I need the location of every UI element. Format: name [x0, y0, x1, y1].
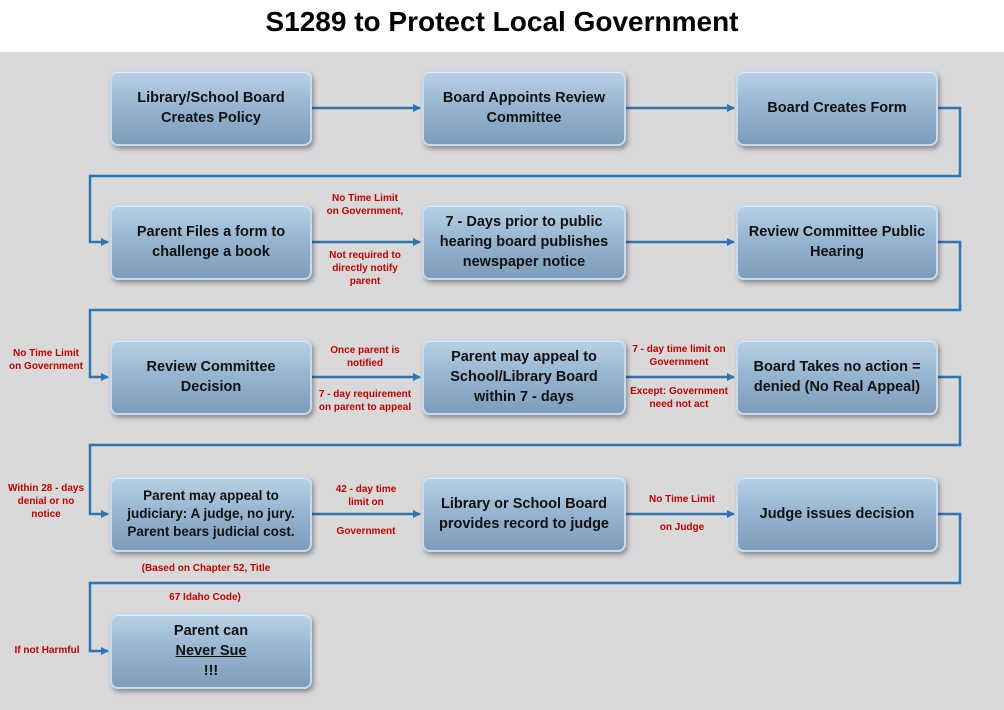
note-based-on-b: 67 Idaho Code) [169, 592, 241, 603]
box-provide-record: Library or School Board provides record … [422, 476, 626, 552]
note-seven-day-requirement: 7 - day requirement on parent to appeal [318, 389, 412, 413]
box-judge-decision: Judge issues decision [736, 476, 938, 552]
box-appoint-committee: Board Appoints Review Committee [422, 70, 626, 146]
box-appeal-judiciary: Parent may appeal to judiciary: A judge,… [110, 476, 312, 552]
note-not-required-notify: Not required to directly notify parent [329, 250, 401, 287]
flowchart-canvas: Library/School Board Creates Policy Boar… [0, 52, 1004, 710]
note-no-time-limit-judge-b: on Judge [659, 522, 705, 533]
note-no-time-limit-2: No Time Limit on Government [9, 348, 83, 372]
arrow-judge-to-never-sue [88, 512, 962, 655]
arrow-hearing-to-decision [88, 240, 962, 381]
box-create-policy: Library/School Board Creates Policy [110, 70, 312, 146]
arrow-form-to-file [88, 106, 962, 246]
note-42-day-a: 42 - day time limit on [335, 484, 397, 508]
arrow-noaction-to-judiciary [88, 375, 962, 518]
note-once-notified: Once parent is notified [330, 345, 400, 369]
note-if-not-harmful: If not Harmful [14, 645, 80, 656]
page-title: S1289 to Protect Local Government [265, 6, 739, 37]
note-except-gov: Except: Government need not act [630, 386, 728, 410]
box-committee-decision: Review Committee Decision [110, 339, 312, 415]
connector-arrows [88, 104, 962, 655]
note-seven-day-limit-gov: 7 - day time limit on Government [632, 344, 726, 368]
box-public-hearing: Review Committee Public Hearing [736, 204, 938, 280]
box-never-sue: Parent can Never Sue!!! [110, 613, 312, 689]
box-create-form: Board Creates Form [736, 70, 938, 146]
never-sue-emphasis: Never Sue [175, 643, 247, 659]
note-within-28-days: Within 28 - days denial or no notice [7, 483, 85, 520]
note-based-on-a: (Based on Chapter 52, Title [141, 563, 271, 574]
box-no-action: Board Takes no action = denied (No Real … [736, 339, 938, 415]
box-publish-notice: 7 - Days prior to public hearing board p… [422, 204, 626, 280]
box-appeal-board: Parent may appeal to School/Library Boar… [422, 339, 626, 415]
note-42-day-b: Government [336, 526, 396, 537]
note-no-time-limit-judge-a: No Time Limit [649, 494, 715, 505]
box-file-challenge: Parent Files a form to challenge a book [110, 204, 312, 280]
note-no-time-limit-1: No Time Limit on Government, [326, 193, 404, 217]
